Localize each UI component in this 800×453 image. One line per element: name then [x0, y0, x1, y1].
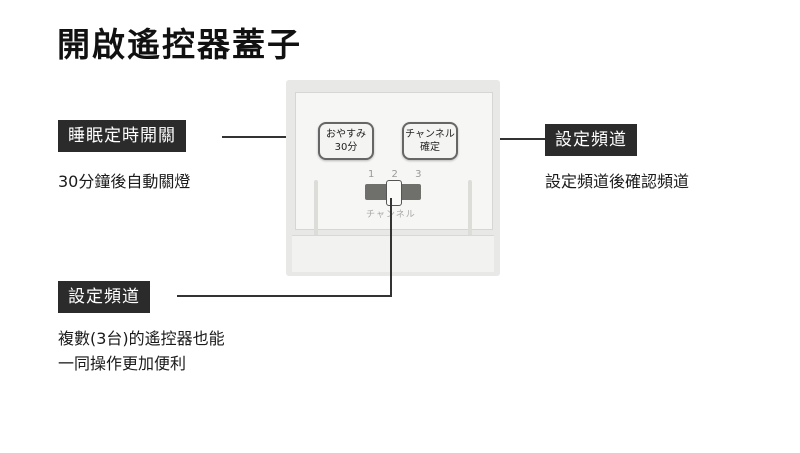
page-title: 開啟遙控器蓋子: [57, 25, 302, 64]
channel-confirm-callout: 設定頻道: [545, 124, 637, 156]
sleep-timer-button[interactable]: おやすみ 30分: [318, 122, 374, 160]
sleep-timer-leader-line: [222, 136, 316, 138]
remote-control-open-cover: おやすみ 30分 チャンネル 確定 1 2 3 チャンネル: [286, 80, 500, 276]
channel-slider-leader-horizontal: [177, 295, 392, 297]
sleep-timer-callout: 睡眠定時開關: [58, 120, 186, 152]
channel-slider-description-line1: 複數(3台)的遙控器也能: [58, 329, 225, 348]
left-rail: [314, 180, 318, 242]
sleep-button-text-top: おやすみ: [326, 129, 366, 140]
right-rail: [468, 180, 472, 242]
channel-slider-knob[interactable]: [386, 180, 402, 206]
sleep-timer-description: 30分鐘後自動關燈: [58, 172, 191, 191]
channel-numbers: 1 2 3: [368, 169, 429, 180]
channel-confirm-description: 設定頻道後確認頻道: [545, 172, 690, 191]
channel-slider[interactable]: [365, 180, 421, 206]
remote-inner-panel: [295, 92, 493, 230]
channel-slider-leader-vertical: [390, 198, 392, 297]
channel-slider-description-line2: 一同操作更加便利: [58, 354, 187, 373]
sleep-button-text-bottom: 30分: [334, 142, 358, 153]
channel-slider-callout: 設定頻道: [58, 281, 150, 313]
channel-confirm-leader-line: [462, 138, 545, 140]
channel-confirm-button[interactable]: チャンネル 確定: [402, 122, 458, 160]
remote-base: [292, 235, 494, 272]
channel-button-text-top: チャンネル: [405, 129, 455, 140]
channel-button-text-bottom: 確定: [420, 142, 440, 153]
